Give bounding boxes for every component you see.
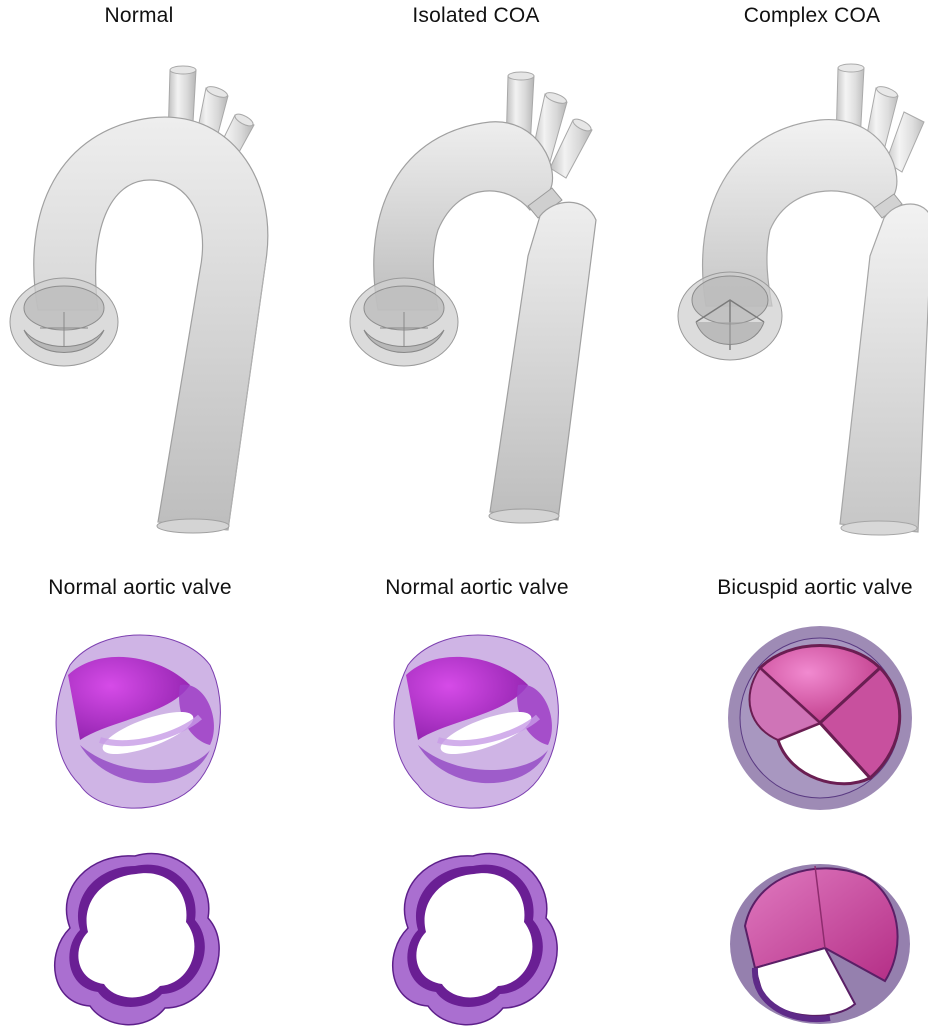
tricuspid-valve-top-2 (388, 848, 558, 1023)
tricuspid-valve-perspective-2 (378, 625, 568, 815)
aorta-model-isolated-coa (340, 60, 630, 540)
column-title-isolated-coa: Isolated COA (412, 4, 539, 28)
aorta-model-complex-coa (680, 60, 928, 540)
aorta-model-normal (0, 60, 290, 540)
bicuspid-valve-perspective (720, 628, 920, 824)
column-title-complex-coa: Complex COA (744, 4, 880, 28)
tricuspid-valve-perspective-1 (40, 625, 230, 815)
valve-label-isolated-coa: Normal aortic valve (385, 576, 569, 600)
column-title-normal: Normal (105, 4, 174, 28)
tricuspid-valve-top-1 (50, 848, 220, 1023)
bicuspid-valve-top (725, 856, 915, 1024)
valve-label-normal: Normal aortic valve (48, 576, 232, 600)
valve-label-complex-coa: Bicuspid aortic valve (717, 576, 913, 600)
